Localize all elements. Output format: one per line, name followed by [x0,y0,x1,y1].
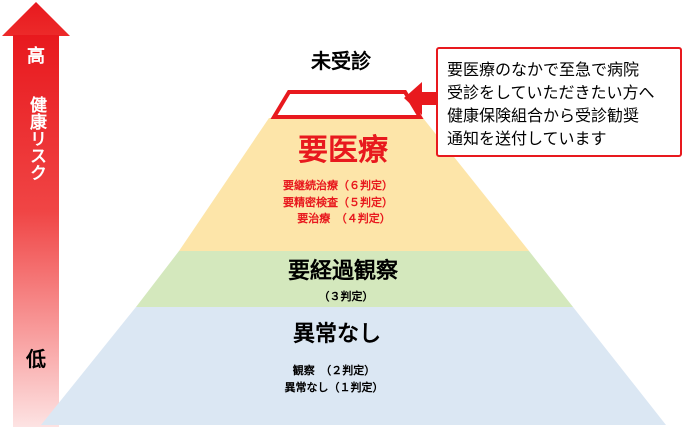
risk-axis-title: 健康リスク [26,95,47,181]
callout-arrow-icon [404,82,436,115]
tier-3-title: 異常なし [293,321,381,347]
callout-line: 受診をしていただきたい方へ [447,83,655,102]
risk-arrow-shaft [13,35,59,427]
tier-1-item: 要継続治療（６判定） [283,178,393,192]
pyramid-apex-shape [269,5,423,118]
tier-3-item: 異常なし（１判定） [285,380,384,394]
urgent-highlight-box[interactable] [270,90,424,119]
risk-high-label: 高 [27,45,45,67]
callout-line: 要医療のなかで至急で病院 [447,60,639,79]
tier-2-title: 要経過観察 [288,258,399,284]
tier-2-note: （３判定） [319,289,374,303]
callout-line: 健康保険組合から受診勧奨 [447,106,639,125]
risk-low-label: 低 [25,347,46,371]
risk-arrow-head [2,2,70,36]
tier-1-title: 要医療 [298,133,388,168]
pyramid-tier-2-shape [136,251,573,307]
tier-3-item: 観察 （２判定） [293,363,376,377]
tier-1-item: 要精密検査（５判定） [283,195,393,209]
pyramid-tier-3-shape [41,307,666,425]
risk-arrow [2,2,70,427]
tier-1-item: 要治療 （４判定） [297,211,391,225]
callout-box [436,47,682,157]
callout-line: 通知を送付しています [447,129,607,148]
apex-label: 未受診 [311,49,372,73]
